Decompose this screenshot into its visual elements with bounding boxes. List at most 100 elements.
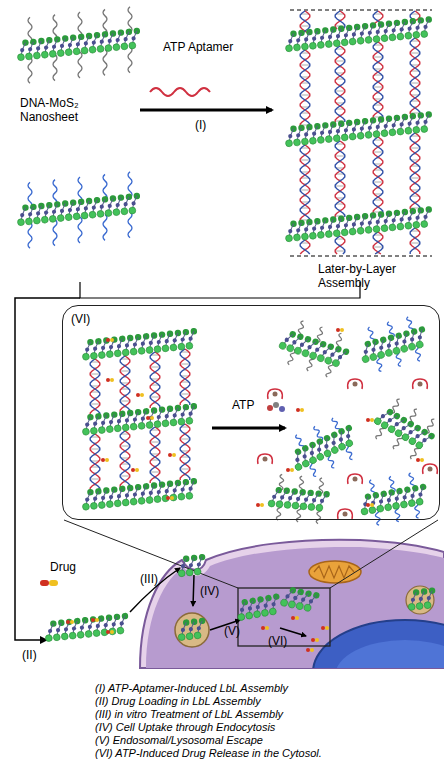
art-part [50,620,57,627]
base-pair [180,439,190,440]
art-part [309,456,318,465]
art-part [301,138,308,145]
art-part [189,563,194,568]
art-part [188,336,193,341]
art-part [341,229,348,236]
art-part [69,632,76,639]
dna-helix [90,434,100,490]
text-label: (I) [195,118,206,132]
art-part [288,134,293,139]
dna-strand [128,47,132,73]
art-part [166,480,173,487]
drug-capsule [265,626,269,630]
art-part [304,497,309,502]
art-part [119,621,124,626]
art-part [393,412,402,421]
mos2-sheet [44,613,130,642]
drug-capsule [172,453,176,457]
mos2-sheet [81,403,199,436]
art-part [361,355,369,363]
art-part [405,222,412,229]
art-part [162,420,169,427]
text-label: DNA-MoS₂ Nanosheet [20,96,110,124]
art-part [170,419,177,426]
art-part [188,411,193,416]
art-part [61,633,68,640]
art-part [285,45,292,52]
art-part [96,624,101,629]
art-part [197,626,202,631]
art-part [113,208,120,215]
art-part [338,442,347,451]
drug-capsule [290,468,294,472]
base-pair [373,87,383,88]
art-part [101,496,106,501]
art-part [265,594,272,601]
dna-helix [373,42,383,118]
art-part [360,221,365,226]
art-part [85,630,92,637]
art-part [421,220,428,227]
art-part [379,345,384,350]
aptamer-strand [150,88,210,96]
art-part [271,602,276,607]
art-part [117,194,124,201]
art-part [135,334,142,341]
nucleus-inner [335,640,444,712]
atp-molecule [343,512,348,517]
art-part [312,36,317,41]
art-part [368,506,376,514]
art-part [371,347,376,352]
base-pair [335,61,345,62]
art-part [402,339,407,344]
art-part [182,404,189,411]
art-part [186,417,193,424]
caption-line: (II) Drug Loading in LbL Assembly [95,695,261,708]
aptamer-complex [258,454,273,464]
art-part [117,627,124,634]
art-part [280,495,285,500]
art-part [413,126,420,133]
art-part [291,488,298,495]
art-part [397,128,404,135]
art-part [332,359,341,368]
art-part [286,344,295,353]
art-part [56,628,61,633]
art-part [190,328,197,335]
text-label: Drug [50,560,76,574]
process-arrow [212,427,285,430]
art-part [54,201,61,208]
dna-helix [373,137,383,213]
drug-capsule [416,458,420,462]
art-part [122,349,129,356]
atp-icon [273,402,279,408]
art-part [336,34,341,39]
art-part [172,338,177,343]
drug-capsule [106,630,110,634]
art-part [20,213,25,218]
art-part [146,421,153,428]
art-part [336,224,341,229]
art-part [330,446,339,455]
drug-capsule [140,393,144,397]
drug-capsule [168,453,172,457]
art-part [296,133,301,138]
art-part [379,336,387,344]
art-part [365,131,372,138]
art-part [105,209,112,216]
base-pair [90,374,100,375]
art-part [395,332,403,340]
mos2-sheet [358,326,430,364]
art-part [86,197,93,204]
art-part [290,30,297,37]
art-part [375,125,380,130]
base-pair [90,479,100,480]
art-part [121,208,128,215]
art-part [186,342,193,349]
art-part [129,42,136,49]
art-part [293,44,300,51]
mos2-sheet [81,478,199,511]
art-part [316,504,323,511]
dna-helix [300,145,310,221]
